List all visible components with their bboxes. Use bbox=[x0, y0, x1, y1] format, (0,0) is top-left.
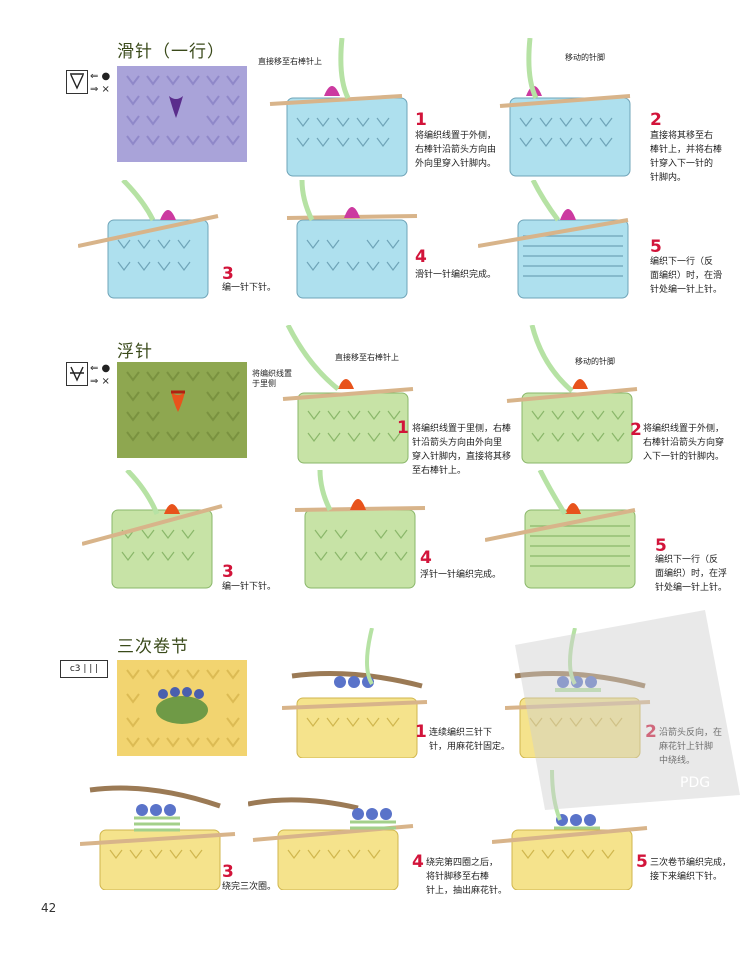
text-line: 编织下一行（反 bbox=[655, 555, 719, 565]
slip-callout-moved: 移动的针脚 bbox=[565, 53, 605, 62]
slip-step2-illustration bbox=[499, 38, 631, 177]
wrap-step5-illustration bbox=[492, 770, 648, 890]
wrap-stitch-photo bbox=[117, 660, 247, 756]
float-step1-number: 1 bbox=[397, 418, 409, 438]
text-line: 绕完三次圈。 bbox=[222, 882, 277, 892]
text-line: 针沿箭头方向由外向里 bbox=[412, 438, 503, 448]
slip-callout-move: 直接移至右棒针上 bbox=[258, 57, 322, 66]
text-line: 至右棒针上。 bbox=[412, 466, 467, 476]
wrap-step1-text: 连续编织三针下 针，用麻花针固定。 bbox=[429, 726, 510, 754]
slip-step5-illustration bbox=[478, 180, 629, 299]
text-line: 编一针下针。 bbox=[222, 582, 277, 592]
float-step3-number: 3 bbox=[222, 562, 234, 582]
slip-step3-text: 编一针下针。 bbox=[222, 281, 276, 295]
wrap-step3-number: 3 bbox=[222, 862, 234, 882]
text-line: 棒针上，并将右棒 bbox=[650, 145, 723, 155]
slip-stitch-symbol-icon bbox=[66, 70, 88, 94]
slip-step3-illustration bbox=[78, 180, 219, 299]
slip-step1-text: 将编织线置于外侧， 右棒针沿箭头方向由 外向里穿入针脚内。 bbox=[415, 129, 496, 171]
float-step4-number: 4 bbox=[420, 548, 432, 568]
float-step5-number: 5 bbox=[655, 536, 667, 556]
text-line: 面编织）时，在浮 bbox=[655, 569, 728, 579]
float-step2-number: 2 bbox=[630, 420, 642, 440]
wrap-step2-number: 2 bbox=[645, 722, 657, 742]
wrap-step5-number: 5 bbox=[636, 852, 648, 872]
text-line: 右棒针沿箭头方向由 bbox=[415, 145, 497, 155]
text-line: 将编织线置于外侧， bbox=[415, 131, 497, 141]
wrap-step4-illustration bbox=[248, 797, 414, 890]
wrap-step3-illustration bbox=[80, 785, 236, 890]
row-direction-arrows: ⇐ ●⇒ × bbox=[90, 71, 111, 95]
float-step2-illustration bbox=[506, 325, 638, 464]
slip-step5-number: 5 bbox=[650, 237, 662, 257]
float-callout-moved: 移动的针脚 bbox=[575, 357, 615, 366]
slip-step1-number: 1 bbox=[415, 110, 427, 130]
section-title-slip: 滑针（一行） bbox=[117, 42, 225, 62]
slip-step2-text: 直接将其移至右 棒针上，并将右棒 针穿入下一针的 针脚内。 bbox=[650, 129, 722, 185]
float-step1-illustration bbox=[282, 325, 414, 464]
text-line: 针处编一针上针。 bbox=[655, 583, 728, 593]
text-line: 沿箭头反向，在 bbox=[659, 728, 723, 738]
wrap-step1-illustration bbox=[282, 628, 428, 758]
float-step3-text: 编一针下针。 bbox=[222, 580, 276, 594]
wrap-step3-text: 绕完三次圈。 bbox=[222, 880, 276, 894]
slip-step4-number: 4 bbox=[415, 247, 427, 267]
page-number: 42 bbox=[41, 901, 57, 915]
text-line: 将编织线置于外侧， bbox=[643, 424, 725, 434]
wrap-step2-text: 沿箭头反向，在 麻花针上针脚 中绕线。 bbox=[659, 726, 722, 768]
text-line: 麻花针上针脚 bbox=[659, 742, 714, 752]
float-callout-yarn: 将编织线置于里侧 bbox=[252, 369, 292, 388]
float-step1-text: 将编织线置于里侧，右棒 针沿箭头方向由外向里 穿入针脚内，直接将其移 至右棒针上… bbox=[412, 422, 511, 478]
wrap-stitch-symbol: c3 | | | bbox=[60, 660, 108, 678]
text-line: 滑针一针编织完成。 bbox=[415, 270, 497, 280]
wrap-step4-text: 绕完第四圈之后， 将针脚移至右棒 针上，抽出麻花针。 bbox=[426, 856, 507, 898]
text-line: 连续编织三针下 bbox=[429, 728, 493, 738]
float-stitch-symbol-icon bbox=[66, 362, 88, 386]
text-line: 接下来编织下针。 bbox=[650, 872, 723, 882]
text-line: 针，用麻花针固定。 bbox=[429, 742, 511, 752]
text-line: 针穿入下一针的 bbox=[650, 159, 714, 169]
float-step5-text: 编织下一行（反 面编织）时，在浮 针处编一针上针。 bbox=[655, 553, 727, 595]
float-callout-move: 直接移至右棒针上 bbox=[335, 353, 399, 362]
slip-stitch-photo bbox=[117, 66, 247, 162]
float-step4-text: 浮针一针编织完成。 bbox=[420, 568, 501, 582]
float-step3-illustration bbox=[82, 470, 223, 589]
text-line: 编织下一行（反 bbox=[650, 257, 714, 267]
float-step4-illustration bbox=[294, 470, 426, 589]
text-line: 针上，抽出麻花针。 bbox=[426, 886, 508, 896]
section-title-float: 浮针 bbox=[117, 342, 153, 362]
wrap-step5-text: 三次卷节编织完成， 接下来编织下针。 bbox=[650, 856, 731, 884]
watermark-stamp-icon: PDG bbox=[515, 610, 740, 810]
text-line: 三次卷节编织完成， bbox=[650, 858, 732, 868]
text-line: 右棒针沿箭头方向穿 bbox=[643, 438, 725, 448]
wrap-step1-number: 1 bbox=[415, 722, 427, 742]
watermark-text: PDG bbox=[680, 775, 710, 791]
slip-step5-text: 编织下一行（反 面编织）时，在滑 针处编一针上针。 bbox=[650, 255, 722, 297]
text-line: 编一针下针。 bbox=[222, 283, 277, 293]
text-line: 针脚内。 bbox=[650, 173, 687, 183]
float-step5-illustration bbox=[485, 470, 636, 589]
text-line: 浮针一针编织完成。 bbox=[420, 570, 502, 580]
row-direction-arrows: ⇐ ●⇒ × bbox=[90, 363, 111, 387]
wrap-step2-illustration bbox=[505, 628, 651, 758]
text-line: 中绕线。 bbox=[659, 756, 696, 766]
text-line: 外向里穿入针脚内。 bbox=[415, 159, 497, 169]
text-line: 直接将其移至右 bbox=[650, 131, 714, 141]
text-line: 将编织线置于里侧，右棒 bbox=[412, 424, 512, 434]
text-line: 穿入针脚内，直接将其移 bbox=[412, 452, 512, 462]
slip-step3-number: 3 bbox=[222, 264, 234, 284]
section-title-wrap: 三次卷节 bbox=[117, 637, 189, 657]
slip-step4-illustration bbox=[286, 180, 418, 299]
slip-step1-illustration bbox=[269, 38, 408, 177]
float-stitch-photo bbox=[117, 362, 247, 458]
wrap-step4-number: 4 bbox=[412, 852, 424, 872]
text-line: 将针脚移至右棒 bbox=[426, 872, 490, 882]
text-line: 针处编一针上针。 bbox=[650, 285, 723, 295]
text-line: 面编织）时，在滑 bbox=[650, 271, 723, 281]
float-step2-text: 将编织线置于外侧， 右棒针沿箭头方向穿 入下一针的针脚内。 bbox=[643, 422, 724, 464]
slip-step2-number: 2 bbox=[650, 110, 662, 130]
slip-step4-text: 滑针一针编织完成。 bbox=[415, 268, 496, 282]
text-line: 入下一针的针脚内。 bbox=[643, 452, 725, 462]
text-line: 绕完第四圈之后， bbox=[426, 858, 499, 868]
